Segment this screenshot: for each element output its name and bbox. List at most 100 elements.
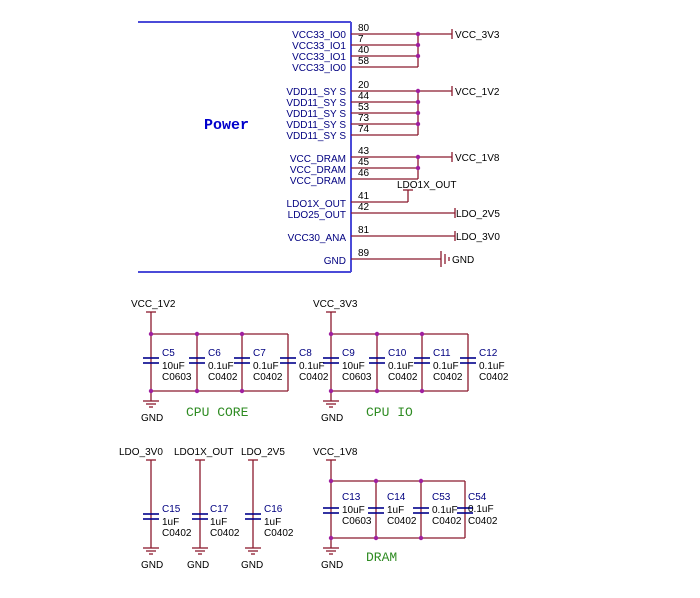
pin-name: VCC33_IO0 (292, 30, 346, 41)
pin-name: VCC33_IO1 (292, 41, 346, 52)
pin-name: VDD11_SY S (286, 87, 346, 98)
cap-ref: C16 (264, 504, 283, 515)
cap-value: 1uF (162, 517, 179, 528)
pin-name: VCC33_IO0 (292, 63, 346, 74)
pin-name: VDD11_SY S (286, 109, 346, 120)
cap-value: 1uF (387, 505, 404, 516)
pin-name: VCC30_ANA (288, 233, 347, 244)
cap-value: 10uF (342, 361, 365, 372)
pin-number: 7 (358, 34, 364, 45)
cap-value: 1uF (210, 517, 227, 528)
net-label-vcc3v3: VCC_3V3 (455, 30, 500, 41)
gnd-symbol (143, 547, 159, 555)
cap-value: 0.1uF (208, 361, 234, 372)
pin-number: 58 (358, 56, 370, 67)
cap-ref: C54 (468, 492, 487, 503)
net-label-vcc1v8: VCC_1V8 (455, 153, 500, 164)
net-label-vcc1v2: VCC_1V2 (455, 87, 500, 98)
cap-value: 10uF (162, 361, 185, 372)
cap-package: C0402 (388, 372, 418, 383)
net-label-ldo2v5: LDO_2V5 (456, 209, 500, 220)
cap-value: 0.1uF (388, 361, 414, 372)
cap-value: 10uF (342, 505, 365, 516)
pin-number: 20 (358, 80, 370, 91)
capacitor-symbol (192, 513, 208, 520)
power-block: Power VCC33_IO0 VCC33_IO1 VCC33_IO1 VCC3… (138, 21, 500, 273)
capacitor-symbol (234, 357, 250, 364)
pin-number: 81 (358, 225, 370, 236)
cap-value: 0.1uF (468, 504, 494, 515)
cap-ref: C6 (208, 348, 221, 359)
rail-label: LDO_2V5 (241, 447, 285, 458)
gnd-label: GND (141, 560, 163, 571)
cap-value: 0.1uF (479, 361, 505, 372)
cap-ref: C53 (432, 492, 451, 503)
cap-package: C0603 (342, 372, 372, 383)
capacitor-symbol (189, 357, 205, 364)
pin-name: GND (324, 256, 346, 267)
cap-ref: C7 (253, 348, 266, 359)
pin-name: VDD11_SY S (286, 120, 346, 131)
net-label-ldo3v0: LDO_3V0 (456, 232, 500, 243)
cap-package: C0402 (479, 372, 509, 383)
capacitor-symbol (368, 507, 384, 514)
cap-package: C0402 (387, 516, 417, 527)
pin-name: VDD11_SY S (286, 98, 346, 109)
capacitor-symbol (280, 357, 296, 364)
pin-number: 80 (358, 23, 370, 34)
cap-value: 0.1uF (299, 361, 325, 372)
pin-number: 43 (358, 146, 370, 157)
gnd-symbol (245, 547, 261, 555)
gnd-label: GND (321, 413, 343, 424)
capacitor-symbol (414, 357, 430, 364)
capacitor-symbol (369, 357, 385, 364)
section-label-dram: DRAM (366, 550, 397, 565)
pin-name: VCC33_IO1 (292, 52, 346, 63)
pin-number: 41 (358, 191, 370, 202)
cpu-core-group: VCC_1V2 C5 10uF C0603 C6 0.1uF C0402 C7 … (131, 299, 329, 424)
cap-ref: C10 (388, 348, 407, 359)
cap-package: C0603 (162, 372, 192, 383)
power-block-title: Power (204, 117, 249, 134)
cap-package: C0402 (162, 528, 192, 539)
capacitor-symbol (460, 357, 476, 364)
cpu-io-group: VCC_3V3 C9 10uF C0603 C10 0.1uF C0402 C1… (313, 299, 509, 424)
cap-value: 0.1uF (433, 361, 459, 372)
section-label-cpu-io: CPU IO (366, 405, 413, 420)
gnd-label: GND (241, 560, 263, 571)
net-vcc3v3-bus (415, 29, 453, 67)
pin-name: VDD11_SY S (286, 131, 346, 142)
capacitor-symbol (143, 513, 159, 520)
gnd-label: GND (321, 560, 343, 571)
net-label-gnd: GND (452, 255, 474, 266)
cap-ref: C17 (210, 504, 229, 515)
ldo-group: LDO_3V0 C15 1uF C0402 GND LDO1X_OUT C17 … (119, 447, 294, 571)
cap-package: C0402 (210, 528, 240, 539)
capacitor-symbol (413, 507, 429, 514)
gnd-symbol (143, 400, 159, 408)
pin-name: VCC_DRAM (290, 154, 346, 165)
cap-ref: C15 (162, 504, 181, 515)
gnd-label: GND (187, 560, 209, 571)
net-ldo1x-stub (403, 189, 413, 202)
section-label-cpu-core: CPU CORE (186, 405, 249, 420)
pin-number: 40 (358, 45, 370, 56)
pin-number: 73 (358, 113, 370, 124)
gnd-symbol (192, 547, 208, 555)
pin-number: 45 (358, 157, 370, 168)
rail-label: VCC_1V2 (131, 299, 176, 310)
cap-value: 1uF (264, 517, 281, 528)
cap-package: C0402 (433, 372, 463, 383)
gnd-symbol (440, 251, 450, 267)
rail-label: LDO_3V0 (119, 447, 163, 458)
cap-package: C0402 (299, 372, 329, 383)
pin-number: 46 (358, 168, 370, 179)
cap-package: C0402 (208, 372, 238, 383)
pin-number: 89 (358, 248, 370, 259)
pin-name: VCC_DRAM (290, 176, 346, 187)
cap-ref: C9 (342, 348, 355, 359)
pin-number: 53 (358, 102, 370, 113)
cap-value: 0.1uF (253, 361, 279, 372)
capacitor-symbol (323, 507, 339, 514)
